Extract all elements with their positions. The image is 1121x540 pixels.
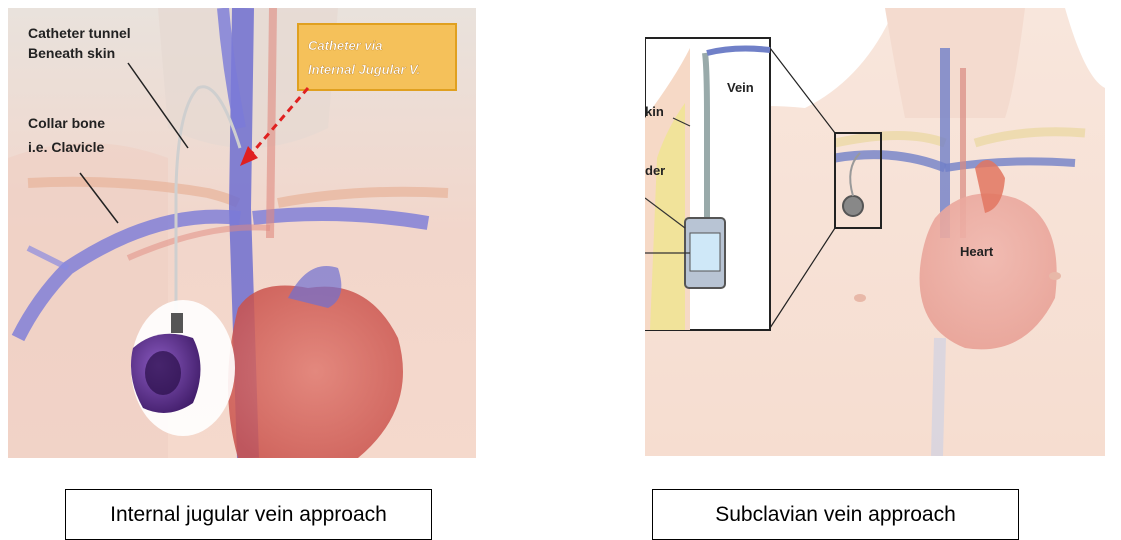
label-collar-bone-2: i.e. Clavicle [28,139,104,155]
heart [228,286,403,459]
label-skin-partial: kin [645,104,664,119]
label-vein: Vein [727,80,754,95]
caption-internal-jugular-text: Internal jugular vein approach [110,503,387,527]
callout-box [298,24,456,90]
nipple-right [1049,272,1061,280]
caption-subclavian-text: Subclavian vein approach [715,503,956,527]
label-heart: Heart [960,244,994,259]
inset-catheter [705,53,707,228]
label-catheter-tunnel-1: Catheter tunnel [28,25,131,41]
port-septum [145,351,181,395]
right-illustration: Vein kin der Heart [645,8,1105,456]
internal-jugular-diagram: Catheter tunnel Beneath skin Collar bone… [8,8,476,458]
port-connector [171,313,183,333]
callout-text-1: Catheter via [308,38,382,53]
callout-text-2: Internal Jugular V. [308,62,420,77]
subclavian-diagram: Vein kin der Heart [645,8,1105,456]
port-small [843,196,863,216]
caption-subclavian: Subclavian vein approach [652,489,1019,540]
label-der-partial: der [645,163,665,178]
carotid-artery [270,8,273,238]
vena-cava-lower [937,338,940,456]
label-catheter-tunnel-2: Beneath skin [28,45,115,61]
nipple-left [854,294,866,302]
left-illustration: Catheter tunnel Beneath skin Collar bone… [8,8,476,458]
caption-internal-jugular: Internal jugular vein approach [65,489,432,540]
inset-port-reservoir [690,233,720,271]
neck-right [885,8,1025,118]
label-collar-bone-1: Collar bone [28,115,105,131]
